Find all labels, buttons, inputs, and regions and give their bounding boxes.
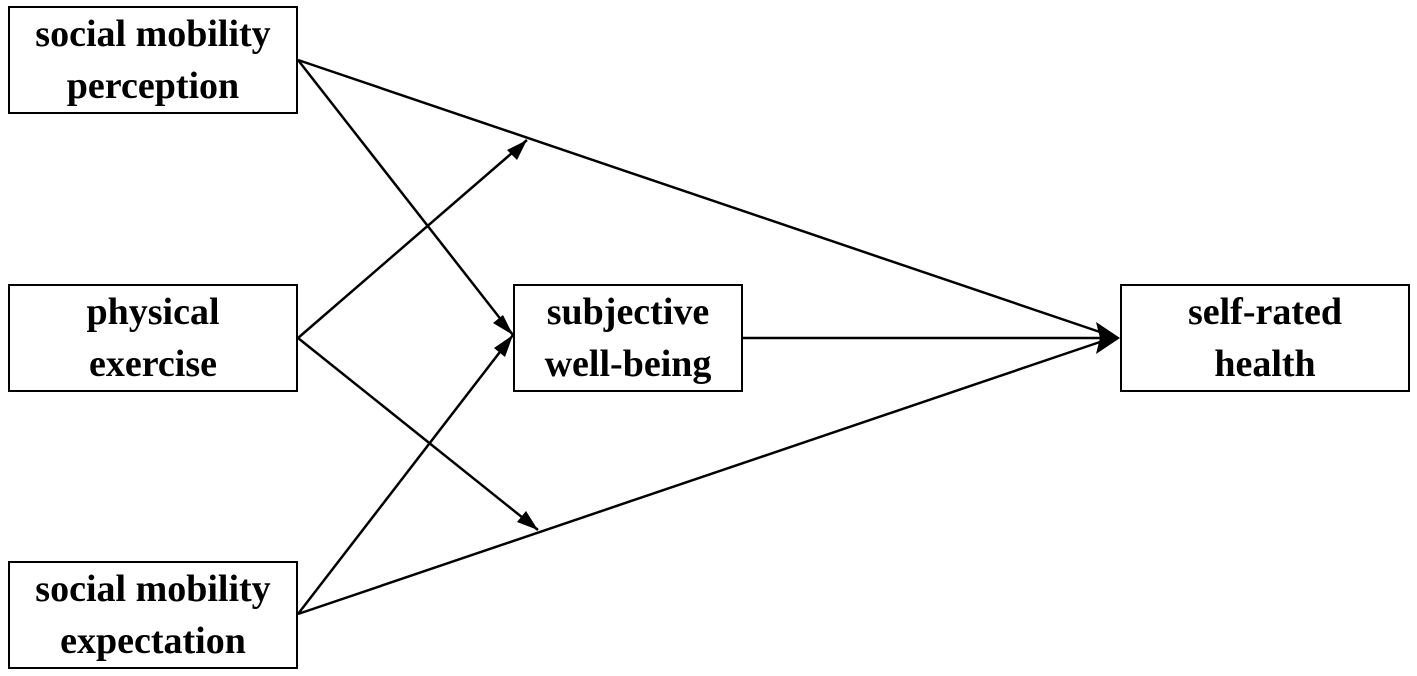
node-label-line: expectation — [60, 620, 246, 662]
node-physical-exercise: physical exercise — [8, 284, 298, 392]
node-label-line: social mobility — [35, 568, 271, 610]
node-label-line: health — [1214, 343, 1316, 385]
node-social-mobility-perception: social mobility perception — [8, 6, 298, 114]
node-label: social mobility expectation — [35, 563, 270, 667]
arrowhead-expectation-to-wellbeing — [494, 335, 513, 357]
node-label: physical exercise — [86, 286, 219, 390]
edge-expectation-to-health — [297, 340, 1101, 616]
node-label-line: well-being — [544, 343, 712, 385]
node-self-rated-health: self-rated health — [1120, 284, 1410, 392]
node-label-line: social mobility — [35, 13, 271, 55]
edge-expectation-to-wellbeing — [297, 334, 514, 615]
arrowhead-into-health — [1096, 322, 1120, 354]
node-label: self-rated health — [1188, 286, 1342, 390]
node-subjective-well-being: subjective well-being — [513, 284, 743, 392]
arrowhead-exercise-to-perception-path — [507, 140, 527, 160]
edge-exercise-to-perception-path — [297, 139, 528, 339]
node-label-line: subjective — [546, 291, 710, 333]
edge-exercise-to-expectation-path — [297, 337, 539, 531]
node-social-mobility-expectation: social mobility expectation — [8, 561, 298, 669]
arrowhead-exercise-to-expectation-path — [517, 511, 538, 530]
node-label-line: physical — [86, 291, 220, 333]
edge-perception-to-wellbeing — [297, 59, 514, 336]
node-label-line: self-rated — [1187, 291, 1343, 333]
node-label-line: perception — [66, 65, 240, 107]
node-label-line: exercise — [88, 343, 217, 385]
edge-perception-to-health — [297, 58, 1101, 334]
node-label: social mobility perception — [35, 8, 270, 112]
arrowhead-perception-to-wellbeing — [493, 315, 513, 335]
node-label: subjective well-being — [545, 286, 712, 390]
